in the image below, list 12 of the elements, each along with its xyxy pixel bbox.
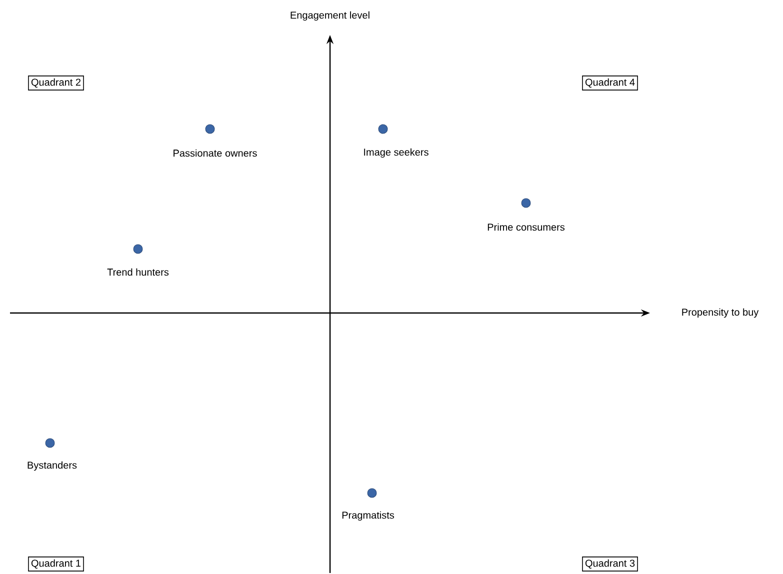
point-label: Prime consumers <box>488 223 565 231</box>
point-label: Passionate owners <box>174 149 257 157</box>
point-label: Pragmatists <box>342 511 394 521</box>
point-label: Trend hunters <box>107 268 169 276</box>
axis-label: Propensity to buy <box>682 308 759 318</box>
point-label: Image seekers <box>364 148 428 158</box>
quadrant-box: Quadrant 4 <box>582 76 638 90</box>
quadrant-box: Quadrant 1 <box>28 556 84 572</box>
point-label: Bystanders <box>28 461 77 471</box>
quadrant-box: Quadrant 2 <box>28 76 84 90</box>
quadrant-box: Quadrant 3 <box>582 556 638 572</box>
axis-label: Engagement level <box>290 11 370 21</box>
